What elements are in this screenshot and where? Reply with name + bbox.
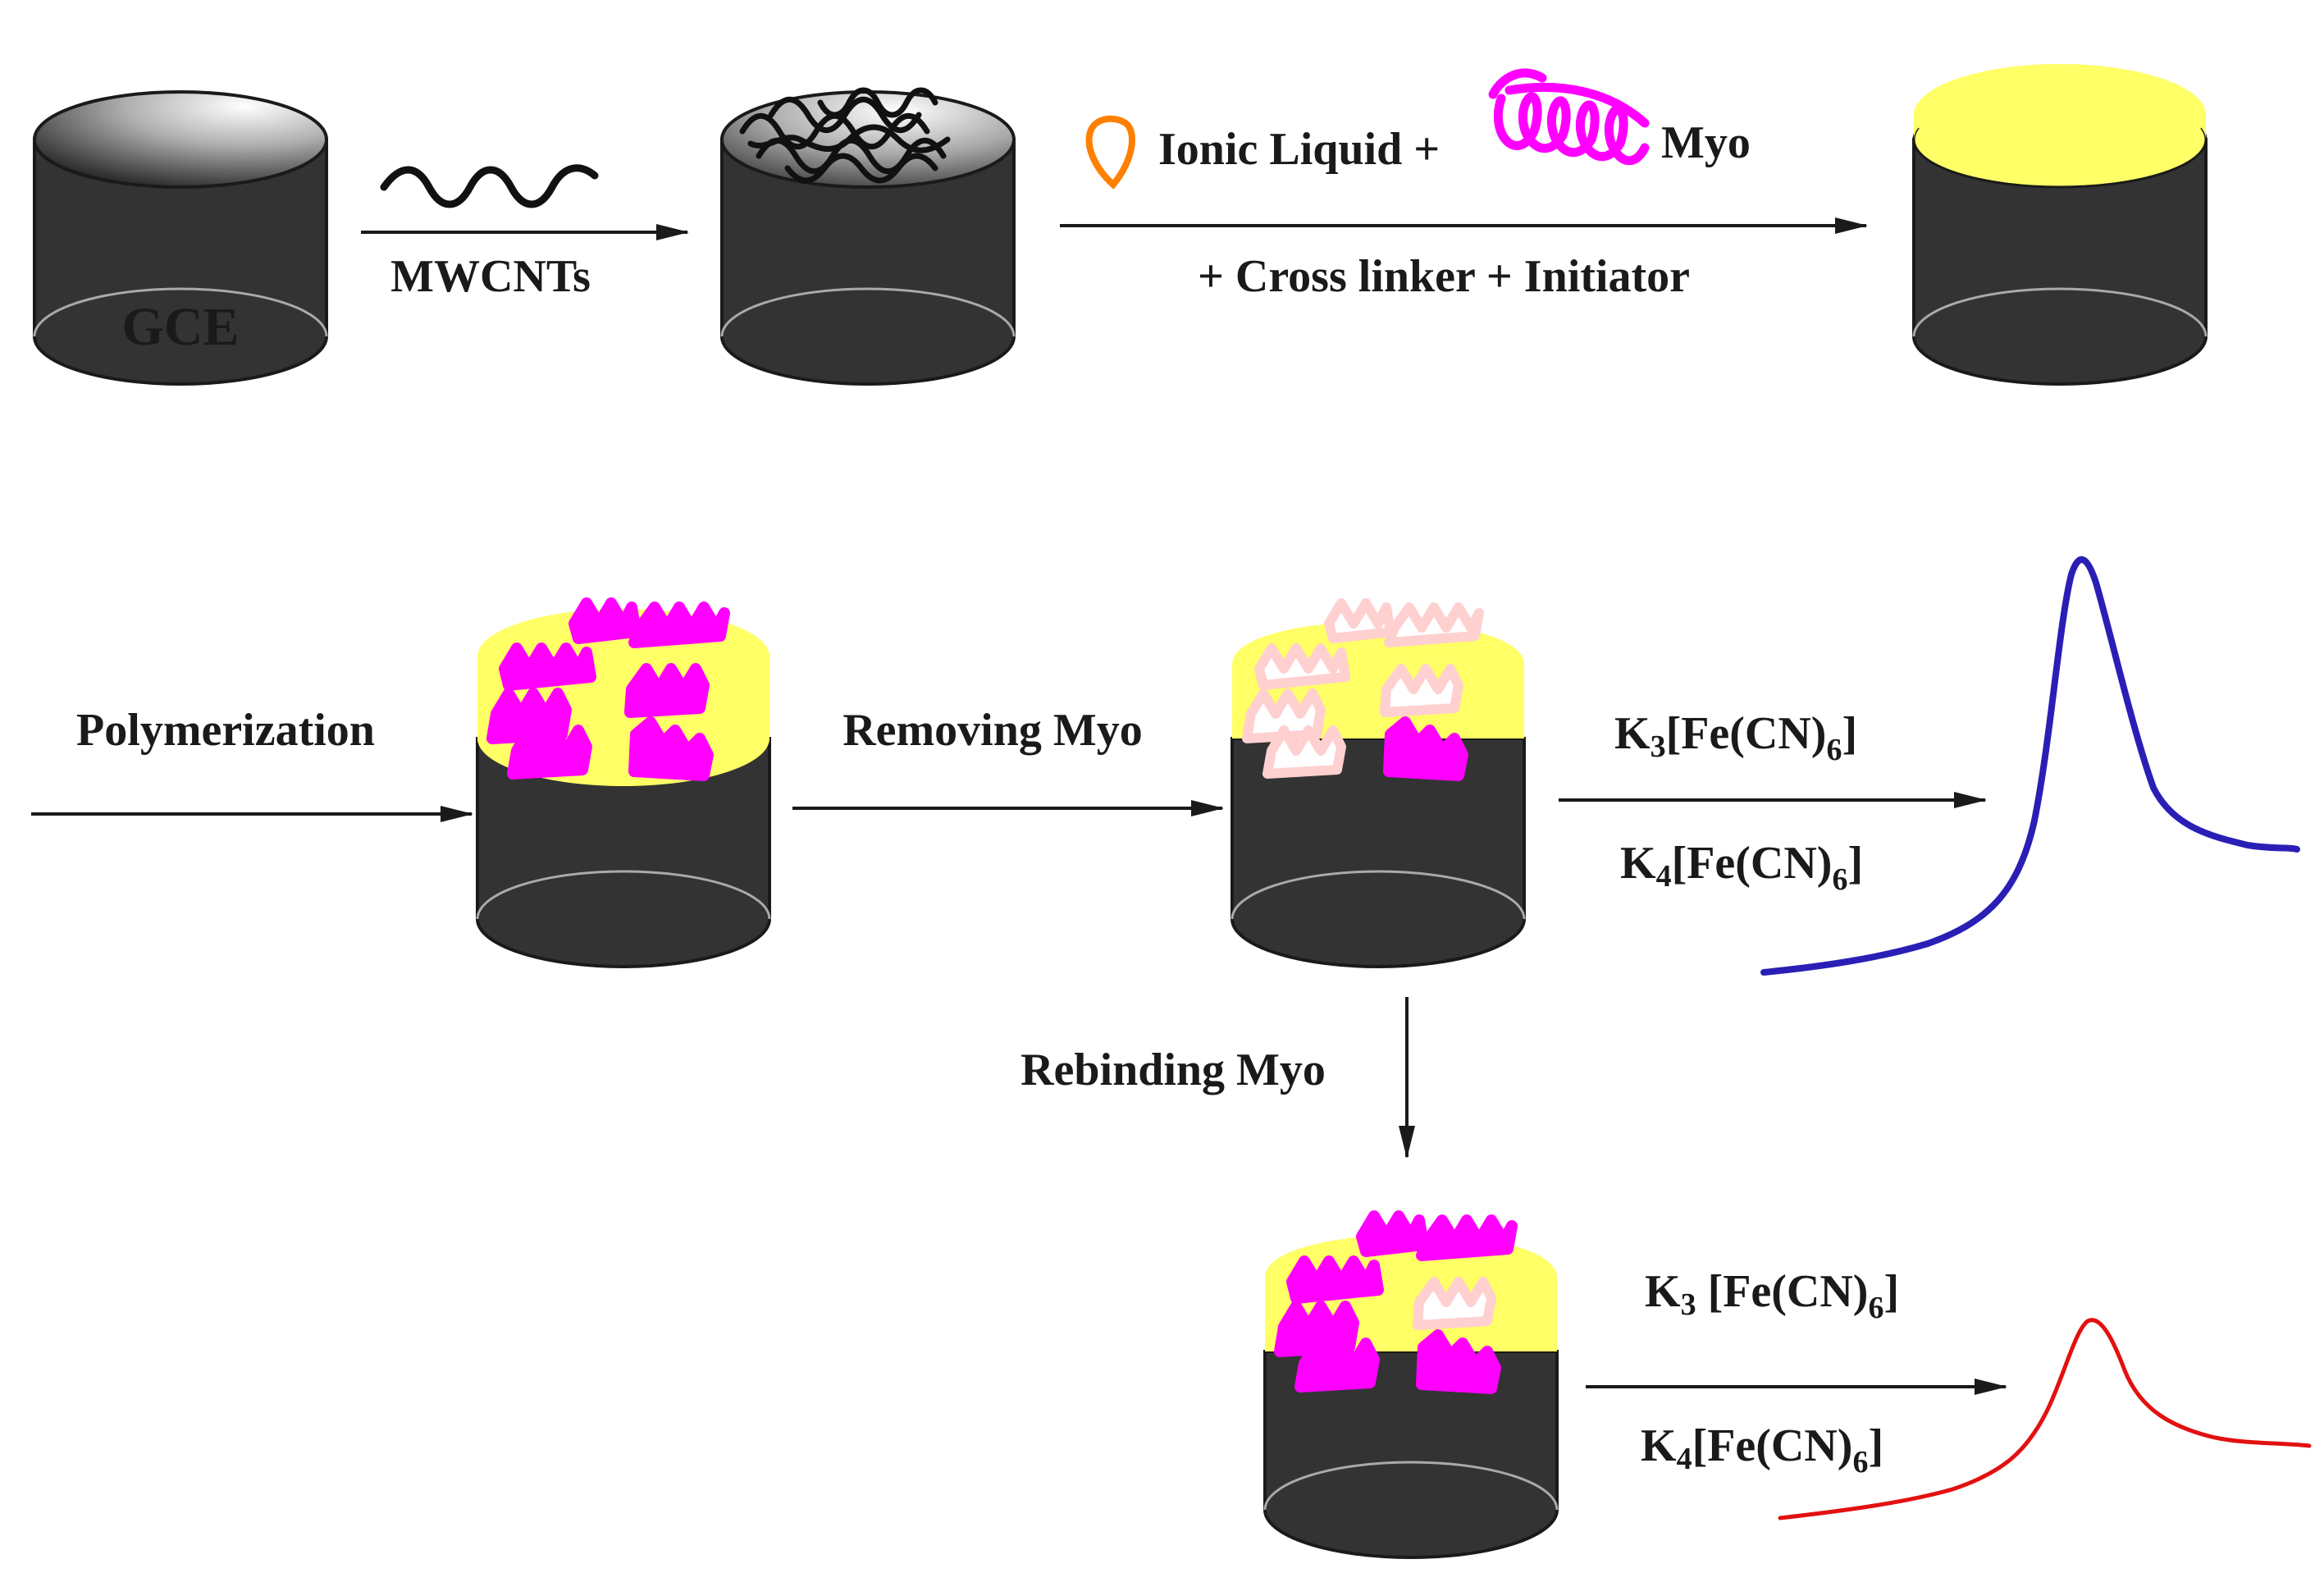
- step-probe-measurement-1: K3[Fe(CN)6] K4[Fe(CN)6]: [1559, 708, 1987, 897]
- probe1-top-label: K3[Fe(CN)6]: [1614, 708, 1857, 767]
- voltammogram-low-peak-icon: [1778, 1318, 2312, 1520]
- prepolymer-coated-electrode: [1912, 64, 2208, 386]
- bare-gce-electrode: GCE: [33, 90, 328, 386]
- gce-label: GCE: [121, 297, 239, 357]
- electrode-bottom-rim: [476, 870, 771, 920]
- electrode-body: [1263, 1350, 1559, 1559]
- step-removing-myo: Removing Myo: [792, 705, 1224, 816]
- mip-electrode-myo-rebound: [1263, 1210, 1559, 1559]
- rebound-myoglobin: [1274, 1210, 1518, 1394]
- probe1-bottom-label: K4[Fe(CN)6]: [1620, 838, 1863, 897]
- removing-myo-label: Removing Myo: [842, 705, 1143, 756]
- myoglobin-coil-icon: [1488, 68, 1650, 166]
- electrode-bottom-rim: [33, 287, 328, 337]
- mwcnt-modified-electrode: [720, 87, 1016, 386]
- mwcnts-label: MWCNTs: [390, 251, 591, 302]
- residual-myoglobin: [1383, 716, 1468, 781]
- mip-electrode-with-myo: [476, 597, 771, 968]
- step-imprinting-mixture: Ionic Liquid + Myo + Cross linker + Init…: [1060, 68, 1868, 302]
- carbon-nanotube-icon: [380, 164, 599, 208]
- ionic-liquid-label: Ionic Liquid +: [1158, 124, 1440, 175]
- imprinted-cavities: [1242, 598, 1484, 779]
- electrode-bottom-rim: [1912, 287, 2208, 337]
- mip-electrode-template-removed: [1230, 598, 1526, 968]
- voltammogram-peak-icon: [1760, 556, 2300, 976]
- step-rebinding-myo: Rebinding Myo: [1020, 997, 1415, 1159]
- electrode-body: [1230, 737, 1526, 968]
- electrode-bottom-rim: [1263, 1461, 1559, 1511]
- myoglobin-templates: [486, 597, 730, 781]
- step-probe-measurement-2: K3 [Fe(CN)6] K4[Fe(CN)6]: [1586, 1266, 2007, 1479]
- probe2-bottom-label: K4[Fe(CN)6]: [1641, 1420, 1883, 1479]
- mwcnt-layer: [739, 87, 951, 184]
- step-mwcnt-modification: MWCNTs: [361, 164, 689, 302]
- electrode-body: [33, 138, 328, 386]
- polymer-film-cap: [1914, 64, 2206, 166]
- step-polymerization: Polymerization: [31, 705, 473, 822]
- electrode-body: [476, 737, 771, 968]
- electrode-bottom-rim: [1230, 870, 1526, 920]
- polymerization-label: Polymerization: [76, 705, 375, 756]
- electrode-bottom-rim: [720, 287, 1016, 337]
- rebinding-myo-label: Rebinding Myo: [1020, 1045, 1326, 1095]
- electrode-top-surface: [33, 90, 328, 189]
- electrode-body: [1912, 138, 2208, 386]
- probe2-top-label: K3 [Fe(CN)6]: [1645, 1266, 1899, 1325]
- myo-label: Myo: [1661, 117, 1751, 168]
- remaining-cavity: [1413, 1277, 1496, 1330]
- ionic-liquid-droplet-icon: [1085, 115, 1135, 190]
- electrode-body: [720, 138, 1016, 386]
- crosslinker-initiator-label: + Cross linker + Initiator: [1198, 251, 1690, 302]
